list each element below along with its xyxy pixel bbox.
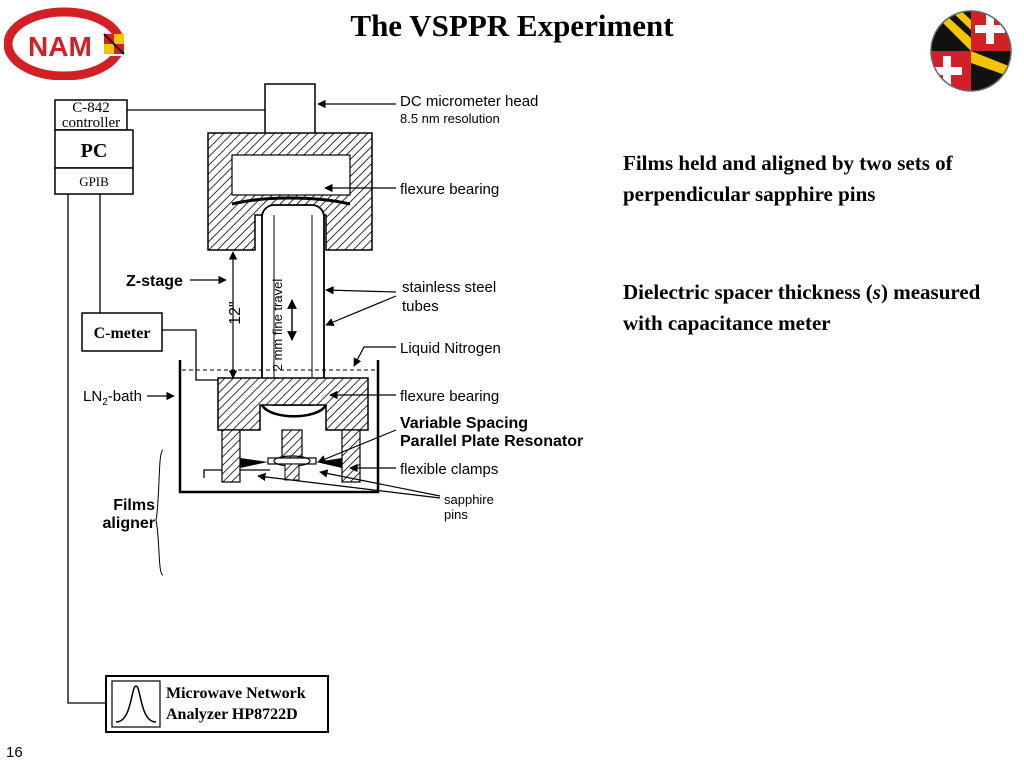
svg-text:Films: Films bbox=[113, 497, 155, 514]
maryland-globe-logo bbox=[930, 10, 1012, 92]
svg-text:GPIB: GPIB bbox=[79, 174, 109, 189]
svg-text:12": 12" bbox=[227, 301, 244, 324]
films-note: Films held and aligned by two sets of pe… bbox=[623, 151, 953, 206]
svg-text:Liquid Nitrogen: Liquid Nitrogen bbox=[400, 340, 501, 357]
page-title: The VSPPR Experiment bbox=[350, 8, 674, 43]
svg-text:DC micrometer head: DC micrometer head bbox=[400, 93, 538, 110]
svg-text:flexure bearing: flexure bearing bbox=[400, 388, 499, 405]
wiring bbox=[67, 109, 270, 704]
c-meter-box: C-meter bbox=[81, 312, 163, 352]
svg-text:LN2-bath: LN2-bath bbox=[83, 388, 142, 408]
svg-text:tubes: tubes bbox=[402, 298, 439, 315]
nam-logo-text: NAM bbox=[28, 31, 92, 62]
svg-text:Parallel Plate Resonator: Parallel Plate Resonator bbox=[400, 433, 583, 450]
upper-housing bbox=[207, 132, 373, 251]
ln2-bath bbox=[178, 360, 380, 494]
svg-text:Analyzer HP8722D: Analyzer HP8722D bbox=[166, 706, 298, 723]
dielectric-note: Dielectric spacer thickness (s) measured… bbox=[623, 280, 981, 335]
resonance-peak-icon bbox=[115, 685, 157, 723]
slide-number: 16 bbox=[6, 744, 23, 761]
svg-text:C-842: C-842 bbox=[72, 100, 110, 116]
svg-text:Z-stage: Z-stage bbox=[126, 273, 183, 290]
nam-logo: NAM bbox=[4, 7, 130, 80]
controller-box: C-842 controller bbox=[54, 99, 128, 131]
maryland-flag-mini-icon bbox=[103, 33, 125, 55]
svg-text:stainless steel: stainless steel bbox=[402, 279, 496, 296]
pc-box: PC bbox=[54, 129, 134, 169]
svg-text:PC: PC bbox=[81, 140, 108, 162]
svg-text:Variable Spacing: Variable Spacing bbox=[400, 415, 528, 432]
svg-text:flexure bearing: flexure bearing bbox=[400, 181, 499, 198]
svg-text:pins: pins bbox=[444, 507, 468, 522]
svg-text:sapphire: sapphire bbox=[444, 492, 494, 507]
svg-text:2 mm fine travel: 2 mm fine travel bbox=[270, 279, 285, 372]
svg-text:8.5 nm resolution: 8.5 nm resolution bbox=[400, 111, 500, 126]
svg-text:aligner: aligner bbox=[103, 515, 155, 532]
svg-text:flexible clamps: flexible clamps bbox=[400, 461, 498, 478]
resonator bbox=[267, 455, 317, 481]
network-analyzer-box: Microwave Network Analyzer HP8722D bbox=[105, 675, 329, 733]
svg-text:controller: controller bbox=[62, 115, 120, 131]
gpib-box: GPIB bbox=[54, 167, 134, 195]
svg-text:C-meter: C-meter bbox=[94, 325, 151, 342]
svg-text:Microwave Network: Microwave Network bbox=[166, 685, 306, 702]
